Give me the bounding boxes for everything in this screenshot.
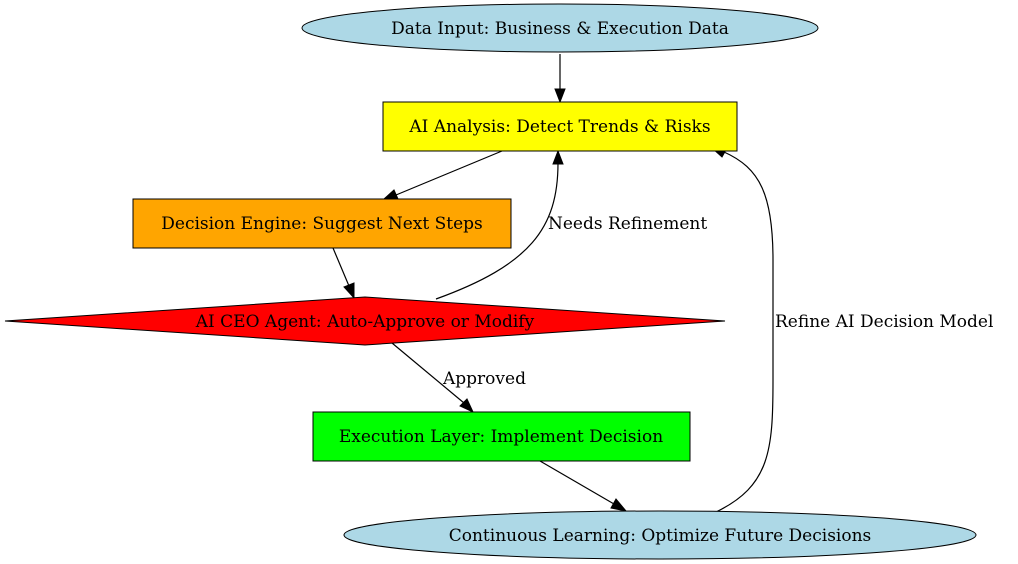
node-ai-ceo-agent: AI CEO Agent: Auto-Approve or Modify: [4, 296, 726, 346]
edge-label-refine-model: Refine AI Decision Model: [775, 312, 993, 332]
node-ai-ceo-agent-label: AI CEO Agent: Auto-Approve or Modify: [195, 312, 535, 332]
edge-ceo-agent-to-analysis: [435, 149, 564, 300]
node-execution-layer-shape: [312, 411, 691, 462]
edge-execution-to-learning: [539, 460, 628, 512]
node-execution-layer-label: Execution Layer: Implement Decision: [339, 427, 663, 447]
edge-input-to-analysis: [554, 54, 566, 104]
node-ai-analysis: AI Analysis: Detect Trends & Risks: [382, 101, 738, 152]
edge-label-approved: Approved: [442, 369, 526, 389]
node-decision-engine-shape: [132, 198, 512, 249]
node-ai-analysis-label: AI Analysis: Detect Trends & Risks: [408, 117, 710, 137]
node-continuous-learning: Continuous Learning: Optimize Future Dec…: [343, 510, 977, 560]
node-continuous-learning-label: Continuous Learning: Optimize Future Dec…: [449, 526, 872, 546]
node-continuous-learning-shape: [343, 510, 977, 560]
edge-learning-to-analysis: [710, 147, 774, 513]
node-ai-analysis-shape: [382, 101, 738, 152]
node-execution-layer: Execution Layer: Implement Decision: [312, 411, 691, 462]
edge-label-needs-refinement: Needs Refinement: [548, 214, 707, 234]
node-data-input-shape: [301, 3, 819, 53]
edge-decision-engine-to-ceo-agent: [332, 247, 355, 300]
node-decision-engine: Decision Engine: Suggest Next Steps: [132, 198, 512, 249]
node-data-input: Data Input: Business & Execution Data: [301, 3, 819, 53]
edge-ceo-agent-to-execution: [391, 342, 475, 414]
edge-analysis-to-decision-engine: [382, 150, 503, 200]
node-decision-engine-label: Decision Engine: Suggest Next Steps: [161, 214, 483, 234]
node-ai-ceo-agent-shape: [4, 296, 726, 346]
node-data-input-label: Data Input: Business & Execution Data: [391, 19, 729, 39]
